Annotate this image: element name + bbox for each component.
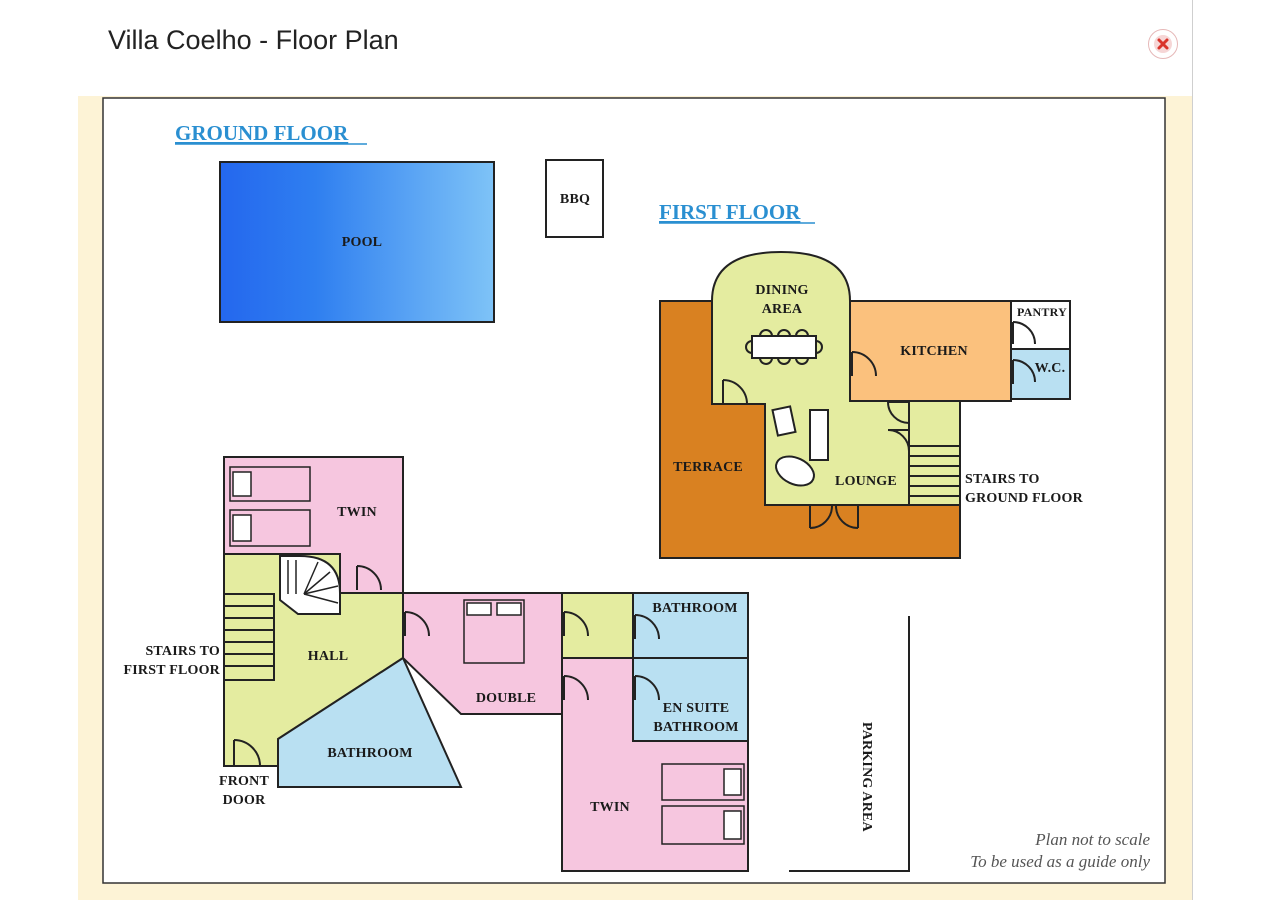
armchair [771, 405, 797, 437]
twin-top-label: TWIN [337, 505, 377, 520]
front-door-label-2: DOOR [223, 793, 266, 808]
double-label: DOUBLE [476, 691, 536, 706]
bathroom-right-label: BATHROOM [652, 601, 737, 616]
floor-plan-modal: Villa Coelho - Floor Plan GROUND FLOOR F… [78, 0, 1193, 900]
en-suite-label-2: BATHROOM [653, 720, 738, 735]
bathroom-right [632, 592, 749, 659]
dining-label-2: AREA [762, 302, 803, 317]
bathroom-hall-label: BATHROOM [327, 746, 412, 761]
kitchen [849, 300, 1012, 402]
stairs-first-label-1: STAIRS TO [145, 644, 220, 659]
bbq [545, 159, 604, 238]
parking-area [789, 616, 910, 872]
pool [219, 161, 495, 323]
front-door-label-1: FRONT [219, 774, 269, 789]
terrace-label: TERRACE [673, 460, 743, 475]
pool-label: POOL [342, 235, 382, 250]
floor-plan-image: GROUND FLOOR FIRST FLOOR POOL BBQ TERRAC… [102, 97, 1166, 884]
lounge-chair [775, 455, 815, 487]
dining-table [751, 335, 817, 359]
bathroom-hall [277, 656, 463, 788]
note-line-2: To be used as a guide only [970, 852, 1150, 871]
dining-label-1: DINING [755, 283, 808, 298]
sofa [809, 409, 829, 461]
first-floor-heading: FIRST FLOOR [659, 200, 801, 224]
stairs-first-label-2: FIRST FLOOR [124, 663, 221, 678]
parking-label: PARKING AREA [859, 722, 874, 833]
bbq-label: BBQ [560, 192, 590, 207]
pantry-label: PANTRY [1017, 305, 1067, 319]
twin-bottom-label: TWIN [590, 800, 630, 815]
stairs-ground-label-2: GROUND FLOOR [965, 491, 1084, 506]
wc-label: W.C. [1035, 361, 1066, 376]
close-circle-icon [1154, 35, 1172, 53]
stairs-to-ground [908, 400, 961, 506]
plan-frame: GROUND FLOOR FIRST FLOOR POOL BBQ TERRAC… [78, 96, 1192, 900]
hall-label: HALL [308, 649, 348, 664]
ground-floor-heading: GROUND FLOOR [175, 121, 349, 145]
close-button[interactable] [1148, 29, 1178, 59]
kitchen-label: KITCHEN [900, 344, 968, 359]
stairs-ground-label-1: STAIRS TO [965, 472, 1040, 487]
lounge-label: LOUNGE [835, 474, 897, 489]
pantry [1010, 300, 1071, 350]
note-line-1: Plan not to scale [1034, 830, 1150, 849]
modal-title: Villa Coelho - Floor Plan [108, 25, 399, 55]
en-suite-label-1: EN SUITE [663, 701, 730, 716]
corridor [561, 592, 634, 659]
wc [1010, 348, 1071, 400]
en-suite-bathroom [632, 657, 749, 742]
